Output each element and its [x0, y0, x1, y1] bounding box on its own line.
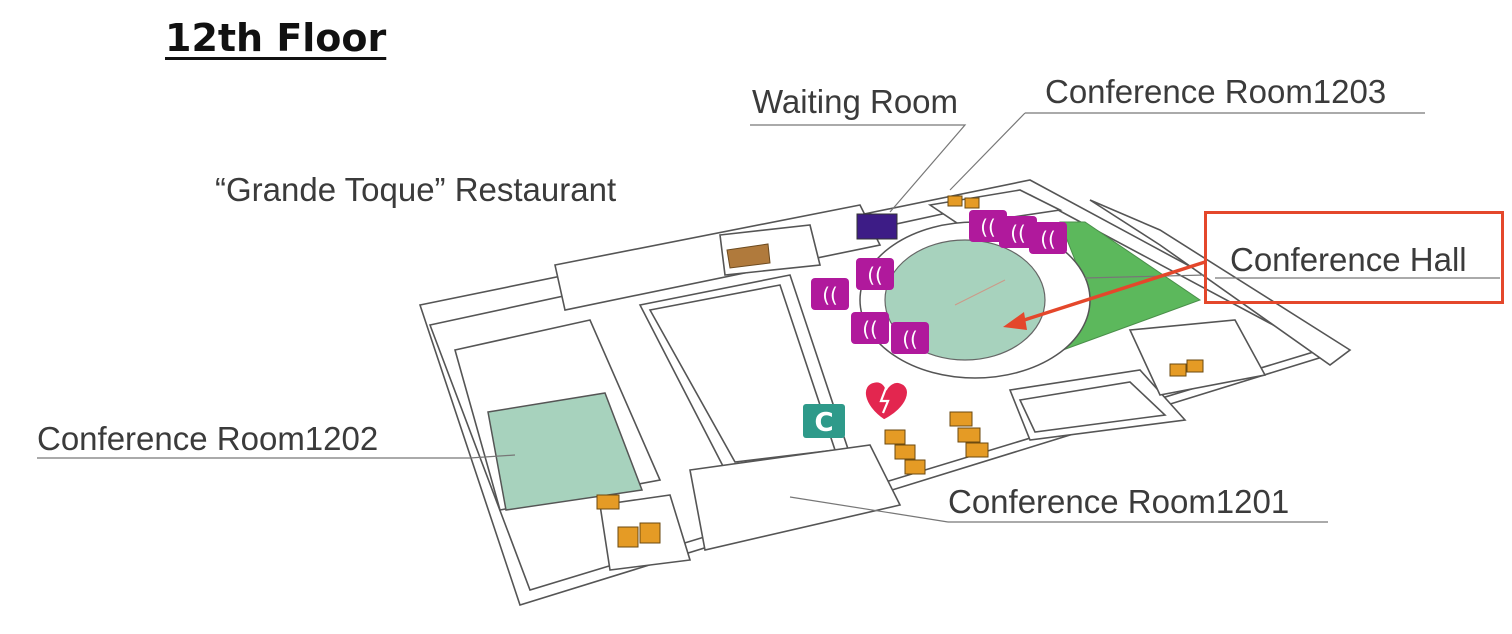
- waiting-room-label: Waiting Room: [752, 83, 959, 120]
- elevator-icon: ((: [969, 210, 1007, 242]
- svg-text:((: ((: [822, 283, 838, 307]
- restroom-icon: [965, 442, 989, 458]
- restroom-icon: [957, 427, 981, 443]
- restroom-icon: [964, 197, 980, 209]
- elevator-icon: ((: [811, 278, 849, 310]
- elevator-icon: ((: [999, 216, 1037, 248]
- leader-lines: [37, 112, 1500, 523]
- restroom-icon: [904, 459, 926, 475]
- elevator-icon: ((: [1029, 222, 1067, 254]
- restroom-icon: [617, 526, 639, 548]
- elevator-icon: ((: [856, 258, 894, 290]
- svg-text:C: C: [814, 408, 833, 438]
- conference-room-1202-label: Conference Room1202: [37, 420, 379, 457]
- conference-hall-label: Conference Hall: [1230, 241, 1467, 278]
- restroom-icon: [1169, 363, 1187, 377]
- restroom-icon: [639, 522, 661, 544]
- restroom-icons: [596, 195, 1204, 548]
- restroom-icon: [894, 444, 916, 460]
- floor-title: 12th Floor: [165, 16, 387, 60]
- restroom-icon: [596, 494, 620, 510]
- aed-icon: [864, 380, 909, 421]
- restroom-icon: [947, 195, 963, 207]
- conference-room-1203-label: Conference Room1203: [1045, 73, 1387, 110]
- svg-text:((: ((: [862, 317, 878, 341]
- svg-text:((: ((: [980, 215, 996, 239]
- restaurant-label: “Grande Toque” Restaurant: [215, 171, 617, 208]
- restroom-icon: [884, 429, 906, 445]
- svg-text:((: ((: [1010, 221, 1026, 245]
- elevator-icon: ((: [891, 322, 929, 354]
- elevator-icon: ((: [851, 312, 889, 344]
- svg-text:((: ((: [902, 327, 918, 351]
- restaurant-area[interactable]: [726, 243, 771, 269]
- waiting-room-area[interactable]: [856, 213, 898, 240]
- conference-room-1201-label: Conference Room1201: [948, 483, 1290, 520]
- conference-hall-highlight-box: [1204, 211, 1504, 304]
- phone-icon: C: [803, 404, 845, 438]
- svg-text:((: ((: [867, 263, 883, 287]
- svg-text:((: ((: [1040, 227, 1056, 251]
- conference-room-1202-area[interactable]: [487, 392, 644, 511]
- conference-hall-arrow: [1003, 260, 1206, 330]
- restroom-icon: [949, 411, 973, 427]
- restroom-icon: [1186, 359, 1204, 373]
- elevator-icons: (( (( (( (( (( (( ((: [811, 210, 1067, 354]
